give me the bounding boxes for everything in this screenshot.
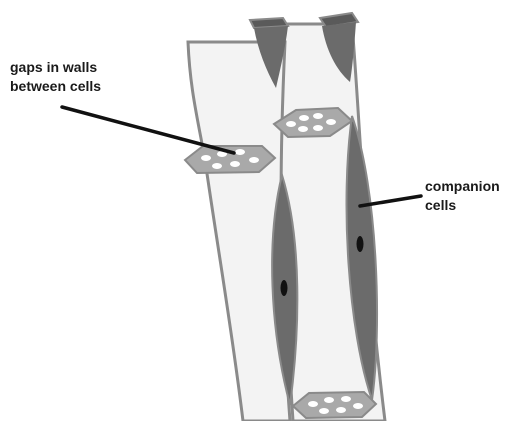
label-gaps-in-walls: gaps in walls between cells [10,58,101,96]
label-companion-cells: companion cells [425,177,500,215]
nucleus-icon [281,280,288,296]
nucleus-icon [357,236,364,252]
label-gaps-line1: gaps in walls [10,58,101,77]
label-companion-line2: cells [425,196,500,215]
label-gaps-line2: between cells [10,77,101,96]
label-companion-line1: companion [425,177,500,196]
sieve-plate-icon [293,392,376,418]
sieve-plate-icon [185,146,275,173]
